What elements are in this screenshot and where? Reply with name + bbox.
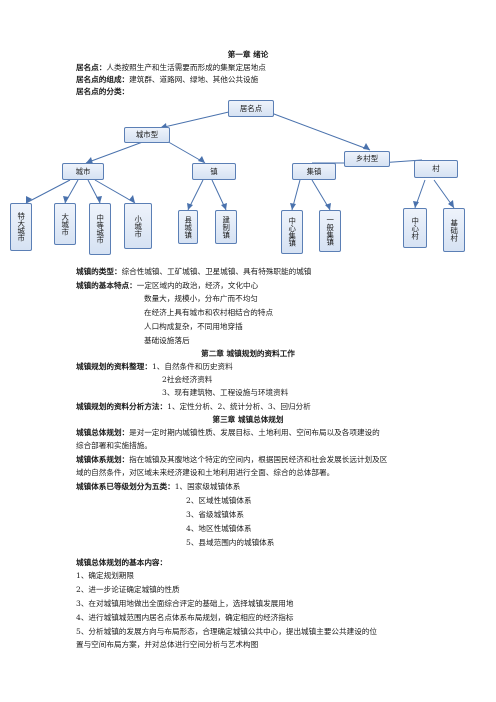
town-feature-item: 数量大，规模小，分布广而不均匀 bbox=[144, 294, 258, 303]
master-plan-label: 城镇总体规划： bbox=[76, 428, 130, 437]
data-organizing-line: 城镇规划的资料整理：1、自然条件和历史资料 bbox=[76, 362, 233, 372]
plan-content-label: 城镇总体规划的基本内容： bbox=[76, 558, 168, 567]
data-organizing-label: 城镇规划的资料整理： bbox=[76, 362, 152, 371]
analysis-methods-text: 1、定性分析、2、统计分析、3、回归分析 bbox=[167, 402, 311, 411]
node-large-city: 大城市 bbox=[54, 203, 76, 245]
composition-label: 居名点的组成： bbox=[76, 75, 130, 84]
town-types-text: 综合性城镇、工矿城镇、卫星城镇、具有特殊职能的城镇 bbox=[121, 267, 312, 276]
plan-content-item: 2、进一步论证确定城镇的性质 bbox=[76, 585, 180, 594]
system-level-item: 2、区域性城镇体系 bbox=[186, 496, 252, 505]
node-central-market-town: 中心集镇 bbox=[281, 210, 303, 254]
town-types-line: 城镇的类型：综合性城镇、工矿城镇、卫星城镇、具有特殊职能的城镇 bbox=[76, 267, 311, 277]
master-plan-text: 是对一定时期内城镇性质、发展目标、土地利用、空间布局以及各项建设的 bbox=[129, 428, 380, 437]
plan-content-item: 3、在对城镇用地做出全面综合评定的基础上，选择城镇发展用地 bbox=[76, 599, 294, 608]
system-plan-text-cont: 域的自然条件，对区域未来经济建设和土地利用进行全面、综合的总体部署。 bbox=[76, 468, 335, 477]
master-plan-line: 城镇总体规划：是对一定时期内城镇性质、发展目标、土地利用、空间布局以及各项建设的 bbox=[76, 428, 380, 438]
node-small-city: 小城市 bbox=[124, 203, 152, 249]
definition-text: 人类按照生产和生活需要而形成的集聚定居地点 bbox=[106, 63, 266, 72]
town-feature-item: 人口构成复杂，不同用地穿插 bbox=[144, 322, 243, 331]
system-level-item: 1、国家级城镇体系 bbox=[174, 482, 241, 491]
town-feature-item: 基础设施落后 bbox=[144, 336, 190, 345]
town-features-line: 城镇的基本特点：一定区域内的政治，经济，文化中心 bbox=[76, 281, 258, 291]
analysis-methods-line: 城镇规划的资料分析方法：1、定性分析、2、统计分析、3、回归分析 bbox=[76, 402, 311, 412]
data-item: 3、现有建筑物、工程设施与环境资料 bbox=[162, 388, 289, 397]
node-general-market-town: 一般集镇 bbox=[319, 210, 341, 252]
plan-content-item: 1、确定规划期限 bbox=[76, 571, 134, 580]
node-basic-village: 基础村 bbox=[443, 208, 465, 252]
node-central-village: 中心村 bbox=[403, 208, 427, 248]
plan-content-item: 置与空间布局方案，并对总体进行空间分析与艺术构图 bbox=[76, 640, 259, 649]
node-market-town: 集镇 bbox=[292, 163, 336, 180]
node-village: 村 bbox=[414, 160, 458, 178]
plan-content-item: 4、进行城镇城范围内居名点体系布局规划，确定相应的经济指标 bbox=[76, 613, 294, 622]
town-types-label: 城镇的类型： bbox=[76, 267, 122, 276]
chapter2-title: 第二章 城镇规划的资料工作 bbox=[201, 349, 295, 358]
node-settlement: 居名点 bbox=[228, 100, 274, 117]
system-level-item: 3、省级城镇体系 bbox=[186, 510, 244, 519]
analysis-methods-label: 城镇规划的资料分析方法： bbox=[76, 402, 168, 411]
town-features-label: 城镇的基本特点： bbox=[76, 281, 137, 290]
master-plan-text-cont: 综合部署和实施措施。 bbox=[76, 441, 152, 450]
chapter1-title: 第一章 绪论 bbox=[227, 50, 269, 59]
classification-label: 居名点的分类： bbox=[76, 87, 130, 96]
node-urban-type: 城市型 bbox=[124, 127, 170, 143]
definition-label: 居名点： bbox=[76, 63, 107, 72]
system-levels-line: 城镇体系已等级划分为五类：1、国家级城镇体系 bbox=[76, 482, 240, 492]
system-plan-text: 指在城镇及其腹地这个特定的空间内，根据国民经济和社会发展长远计划及区 bbox=[129, 455, 388, 464]
data-item: 1、自然条件和历史资料 bbox=[151, 362, 233, 371]
town-feature-item: 一定区域内的政治，经济，文化中心 bbox=[136, 281, 259, 290]
system-plan-line: 城镇体系规划：指在城镇及其腹地这个特定的空间内，根据国民经济和社会发展长远计划及… bbox=[76, 455, 387, 465]
node-designated-town: 建制镇 bbox=[215, 210, 237, 244]
definition-line: 居名点：人类按照生产和生活需要而形成的集聚定居地点 bbox=[76, 63, 266, 73]
node-town: 镇 bbox=[192, 163, 236, 180]
system-levels-label: 城镇体系已等级划分为五类： bbox=[76, 482, 175, 491]
composition-line: 居名点的组成：建筑群、道路网、绿地、其他公共设施 bbox=[76, 75, 258, 85]
town-feature-item: 在经济上具有城市和农村相结合的特点 bbox=[144, 308, 274, 317]
node-city: 城市 bbox=[62, 163, 104, 180]
node-megacity: 特大城市 bbox=[10, 203, 32, 251]
node-county-town: 县城镇 bbox=[178, 210, 198, 244]
system-level-item: 4、地区性城镇体系 bbox=[186, 524, 252, 533]
composition-text: 建筑群、道路网、绿地、其他公共设施 bbox=[129, 75, 259, 84]
data-item: 2社会经济资料 bbox=[162, 375, 213, 384]
chapter3-title: 第三章 城镇总体规划 bbox=[212, 415, 284, 424]
plan-content-item: 5、分析城镇的发展方向与布局形态，合理确定城镇公共中心，提出城镇主要公共建设的位 bbox=[76, 627, 377, 636]
node-rural-type: 乡村型 bbox=[344, 151, 390, 167]
system-level-item: 5、县域范围内的城镇体系 bbox=[186, 538, 275, 547]
node-medium-city: 中等城市 bbox=[89, 203, 111, 255]
system-plan-label: 城镇体系规划： bbox=[76, 455, 130, 464]
